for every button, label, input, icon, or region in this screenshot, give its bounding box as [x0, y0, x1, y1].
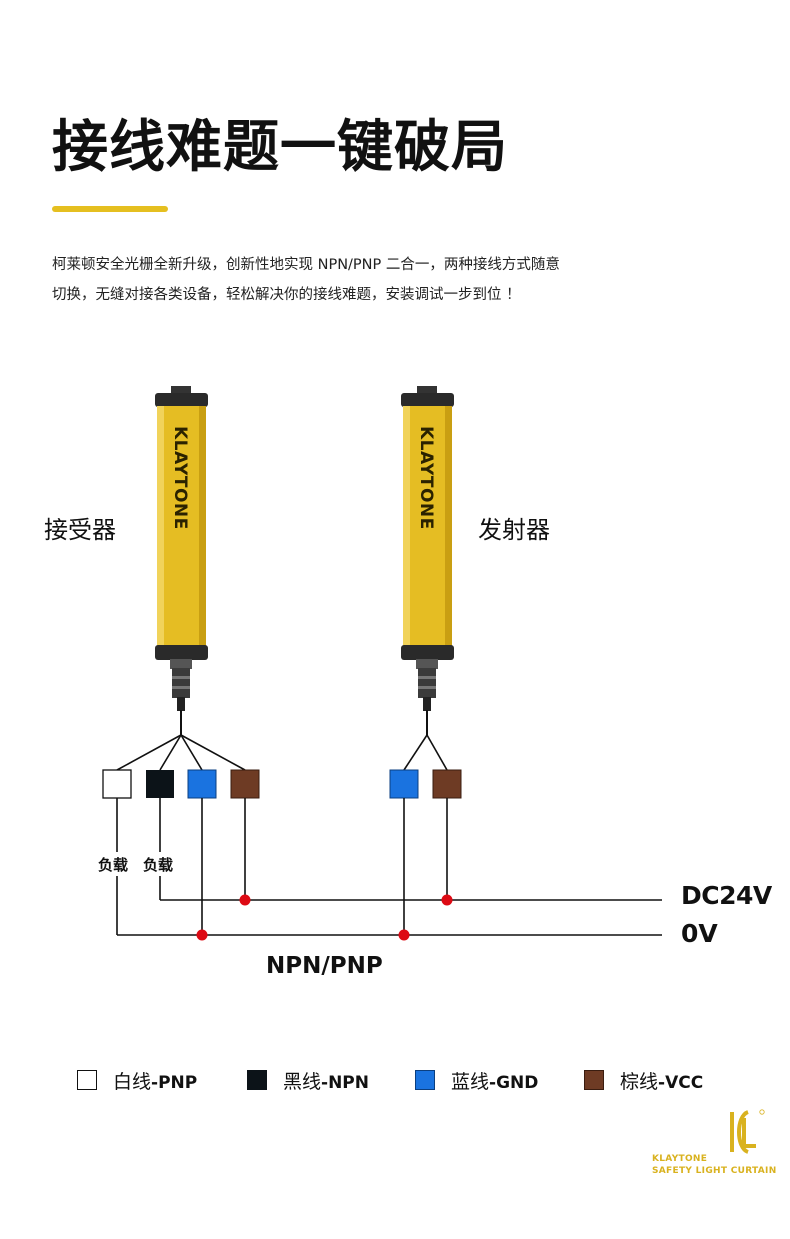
legend-label-white: 白线-PNP — [113, 1070, 198, 1093]
receiver-connector-ring-1 — [172, 676, 190, 679]
accent-bar — [52, 206, 168, 212]
emitter-housing — [403, 406, 452, 646]
receiver-brand-text: KLAYTONE — [170, 426, 190, 530]
legend-swatch-brown — [584, 1070, 604, 1090]
emitter-label: 发射器 — [478, 516, 550, 544]
receiver-wire-white-fan — [116, 734, 182, 771]
brand-logo: KLAYTONE SAFETY LIGHT CURTAIN — [652, 1108, 776, 1178]
receiver-top-cap — [155, 393, 208, 407]
load-label-black: 负载 — [143, 856, 173, 874]
junction-dots — [196, 894, 453, 941]
emitter-cable-boot — [423, 697, 431, 711]
intro-line-2: 切换，无缝对接各类设备，轻松解决你的接线难题，安装调试一步到位 ！ — [52, 287, 521, 303]
receiver-connector-collar — [170, 659, 192, 669]
receiver-housing-shadow — [199, 406, 206, 646]
receiver-connector-body — [172, 668, 190, 698]
legend-item-blue: 蓝线-GND — [415, 1065, 538, 1095]
receiver-cable-boot — [177, 697, 185, 711]
terminal-brown-receiver — [230, 769, 260, 799]
emitter-top-cap — [401, 393, 454, 407]
terminal-black — [146, 770, 174, 798]
zero-volt-label: 0V — [681, 919, 718, 948]
emitter-connector-ring-1 — [418, 676, 436, 679]
logo-tagline: SAFETY LIGHT CURTAIN — [652, 1166, 777, 1176]
receiver-bottom-cap — [155, 645, 208, 660]
intro-line-1: 柯莱顿安全光栅全新升级，创新性地实现 NPN/PNP 二合一，两种接线方式随意 — [52, 257, 560, 273]
junction-brown-receiver — [239, 894, 251, 906]
klaytone-logo-icon — [730, 1109, 765, 1154]
logo-brand-name: KLAYTONE — [652, 1154, 708, 1164]
legend-item-brown: 棕线-VCC — [584, 1065, 703, 1095]
fanout-wires — [116, 734, 448, 771]
intro-paragraph: 柯莱顿安全光栅全新升级，创新性地实现 NPN/PNP 二合一，两种接线方式随意 … — [52, 250, 752, 310]
emitter-bottom-cap — [401, 645, 454, 660]
legend-swatch-black — [247, 1070, 267, 1090]
legend-label-brown: 棕线-VCC — [620, 1070, 704, 1093]
legend-label-black: 黑线-NPN — [283, 1070, 369, 1093]
terminal-blue-emitter — [389, 769, 419, 799]
receiver-unit: KLAYTONE — [155, 386, 208, 735]
legend-item-white: 白线-PNP — [77, 1065, 197, 1095]
terminal-squares — [102, 769, 462, 799]
receiver-label: 接受器 — [44, 516, 116, 544]
legend-label-blue: 蓝线-GND — [451, 1070, 539, 1093]
legend-swatch-blue — [415, 1070, 435, 1090]
wire-color-legend: 白线-PNP 黑线-NPN 蓝线-GND 棕线-VCC — [0, 1065, 790, 1095]
emitter-top-connector — [417, 386, 437, 394]
junction-blue-emitter — [398, 929, 410, 941]
receiver-wire-black-fan — [159, 734, 182, 771]
emitter-unit: KLAYTONE — [401, 386, 454, 735]
emitter-housing-shadow — [445, 406, 452, 646]
receiver-wire-blue-fan — [180, 734, 203, 771]
terminal-brown-emitter — [432, 769, 462, 799]
receiver-housing-highlight — [157, 406, 164, 646]
page-headline: 接线难题一键破局 — [52, 115, 508, 180]
emitter-wire-brown-fan — [426, 734, 448, 771]
receiver-connector-ring-2 — [172, 686, 190, 689]
emitter-housing-highlight — [403, 406, 410, 646]
load-label-white: 负载 — [98, 856, 128, 874]
legend-item-black: 黑线-NPN — [247, 1065, 369, 1095]
dc24v-label: DC24V — [681, 881, 773, 910]
mode-label: NPN/PNP — [266, 953, 383, 979]
terminal-white — [102, 769, 132, 799]
bus-wiring — [116, 798, 662, 936]
emitter-connector-collar — [416, 659, 438, 669]
junction-blue-receiver — [196, 929, 208, 941]
receiver-wire-brown-fan — [180, 734, 246, 771]
emitter-brand-text: KLAYTONE — [416, 426, 436, 530]
legend-swatch-white — [77, 1070, 97, 1090]
junction-brown-emitter — [441, 894, 453, 906]
terminal-blue-receiver — [187, 769, 217, 799]
emitter-connector-body — [418, 668, 436, 698]
receiver-housing — [157, 406, 206, 646]
emitter-connector-ring-2 — [418, 686, 436, 689]
receiver-top-connector — [171, 386, 191, 394]
emitter-wire-blue-fan — [403, 734, 428, 771]
